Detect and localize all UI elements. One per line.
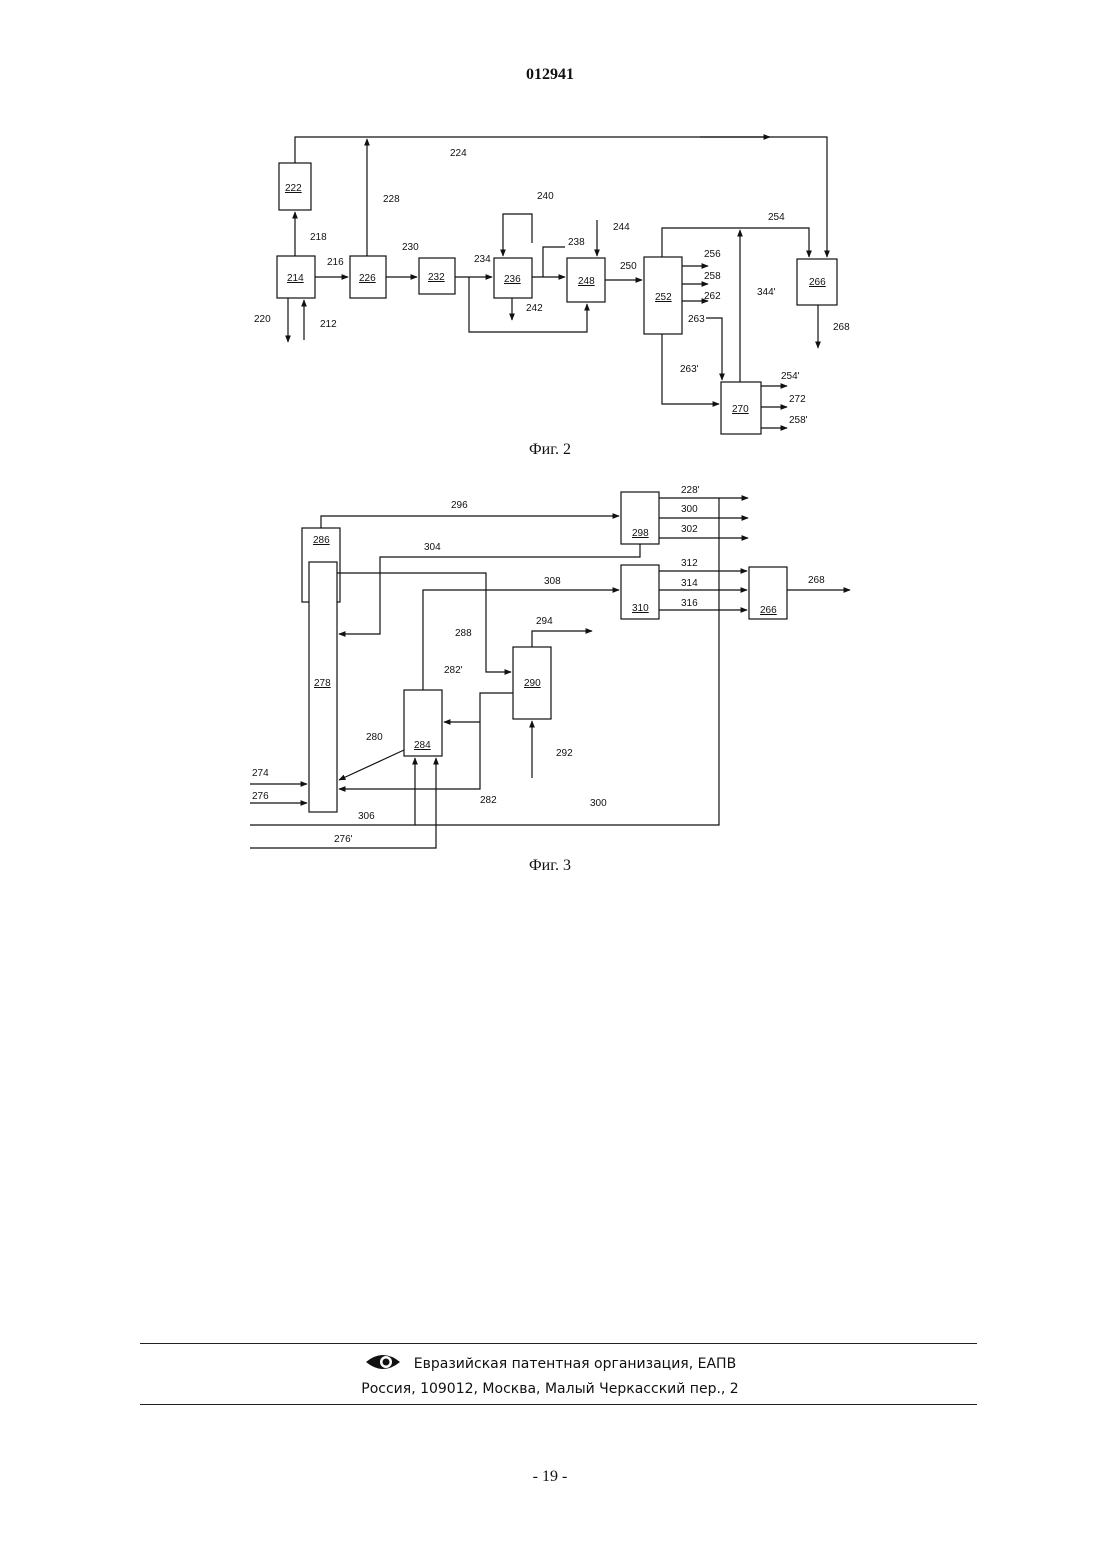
figure-3-caption: Фиг. 3 bbox=[0, 857, 1100, 875]
stream-label-308: 308 bbox=[544, 576, 561, 587]
block-label-290: 290 bbox=[524, 678, 541, 689]
footer-organization: Евразийская патентная организация, ЕАПВ bbox=[0, 1352, 1100, 1376]
footer-top-rule bbox=[140, 1343, 977, 1344]
stream-label-292: 292 bbox=[556, 748, 573, 759]
organization-name: Евразийская патентная организация, ЕАПВ bbox=[414, 1356, 736, 1372]
stream-label-302: 302 bbox=[681, 524, 698, 535]
stream-label-300-top: 300 bbox=[681, 504, 698, 515]
footer-bottom-rule bbox=[140, 1404, 977, 1405]
stream-label-312: 312 bbox=[681, 558, 698, 569]
stream-label-228p: 228' bbox=[681, 485, 700, 496]
stream-label-300-bottom: 300 bbox=[590, 798, 607, 809]
stream-label-304: 304 bbox=[424, 542, 441, 553]
stream-label-314: 314 bbox=[681, 578, 698, 589]
stream-label-268-fig3: 268 bbox=[808, 575, 825, 586]
figure-3-diagram: 286 278 298 310 266 290 284 296 228' 300… bbox=[0, 0, 1100, 880]
block-label-266-fig3: 266 bbox=[760, 605, 777, 616]
stream-label-274: 274 bbox=[252, 768, 269, 779]
stream-label-316: 316 bbox=[681, 598, 698, 609]
stream-label-282p: 282' bbox=[444, 665, 463, 676]
stream-label-280: 280 bbox=[366, 732, 383, 743]
block-label-298: 298 bbox=[632, 528, 649, 539]
stream-label-288: 288 bbox=[455, 628, 472, 639]
stream-label-282: 282 bbox=[480, 795, 497, 806]
stream-label-294: 294 bbox=[536, 616, 553, 627]
block-label-278: 278 bbox=[314, 678, 331, 689]
block-label-286: 286 bbox=[313, 535, 330, 546]
footer-address: Россия, 109012, Москва, Малый Черкасский… bbox=[0, 1381, 1100, 1397]
block-label-310: 310 bbox=[632, 603, 649, 614]
stream-label-306: 306 bbox=[358, 811, 375, 822]
stream-label-276p: 276' bbox=[334, 834, 353, 845]
eapo-eye-logo-icon bbox=[364, 1352, 402, 1376]
stream-label-276: 276 bbox=[252, 791, 269, 802]
stream-label-296: 296 bbox=[451, 500, 468, 511]
page-number: - 19 - bbox=[0, 1468, 1100, 1486]
block-label-284: 284 bbox=[414, 740, 431, 751]
